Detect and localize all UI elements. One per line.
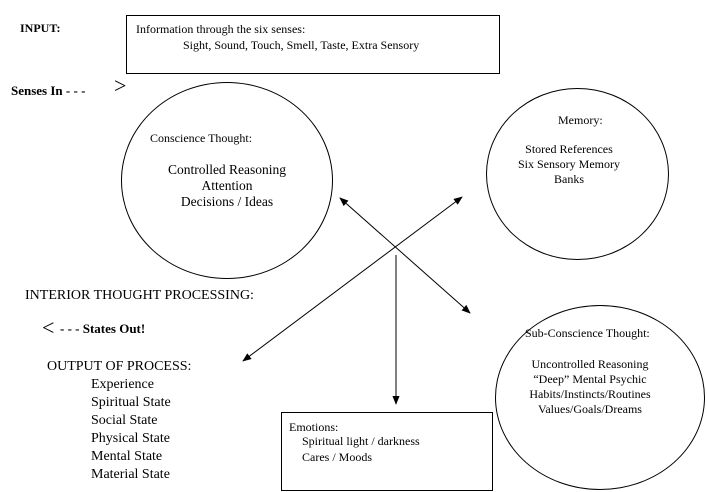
memory-line-3: Banks (554, 172, 584, 186)
interior-label: INTERIOR THOUGHT PROCESSING: (25, 288, 254, 303)
memory-line-1: Stored References (525, 142, 613, 156)
emotions-line-2: Cares / Moods (302, 450, 372, 464)
memory-lines: Stored References Six Sensory Memory Ban… (486, 142, 652, 187)
input-box: Information through the six senses: Sigh… (126, 15, 500, 74)
conscience-line-2: Attention (201, 178, 253, 193)
output-title: OUTPUT OF PROCESS: (47, 359, 192, 374)
emotions-title: Emotions: (289, 420, 339, 434)
subconscience-line-2: “Deep” Mental Psychic (533, 372, 647, 386)
output-item-mental: Mental State (91, 449, 163, 464)
subconscience-line-4: Values/Goals/Dreams (538, 402, 642, 416)
output-item-experience: Experience (91, 377, 154, 392)
output-item-spiritual: Spiritual State (91, 395, 171, 410)
input-senses: Sight, Sound, Touch, Smell, Taste, Extra… (183, 38, 420, 52)
output-items: Experience Spiritual State Social State … (91, 376, 171, 484)
output-item-social: Social State (91, 413, 158, 428)
memory-line-2: Six Sensory Memory (518, 157, 620, 171)
states-out-arrow: < (42, 315, 55, 340)
states-out-label: - - - States Out! (60, 321, 146, 336)
conscience-title: Conscience Thought: (150, 131, 253, 145)
output-item-material: Material State (91, 467, 170, 482)
subconscience-line-3: Habits/Instincts/Routines (529, 387, 651, 401)
conscience-line-1: Controlled Reasoning (167, 162, 287, 177)
input-label: INPUT: (20, 21, 61, 35)
subconscience-lines: Uncontrolled Reasoning “Deep” Mental Psy… (495, 357, 685, 417)
memory-title: Memory: (558, 113, 603, 127)
arrow-memory-output (242, 196, 463, 362)
output-item-physical: Physical State (91, 431, 170, 446)
subconscience-circle (495, 305, 705, 490)
senses-in-arrow: > (114, 73, 127, 98)
subconscience-title: Sub-Conscience Thought: (525, 326, 650, 340)
arrow-conscience-subconscience (339, 197, 471, 314)
subconscience-line-1: Uncontrolled Reasoning (531, 357, 649, 371)
emotions-box: Emotions: Spiritual light / darkness Car… (281, 412, 493, 491)
senses-in-label: Senses In - - - (11, 83, 86, 98)
memory-circle (486, 88, 669, 260)
conscience-thought-circle (121, 82, 333, 279)
emotions-line-1: Spiritual light / darkness (302, 434, 420, 448)
input-title: Information through the six senses: (136, 22, 306, 36)
